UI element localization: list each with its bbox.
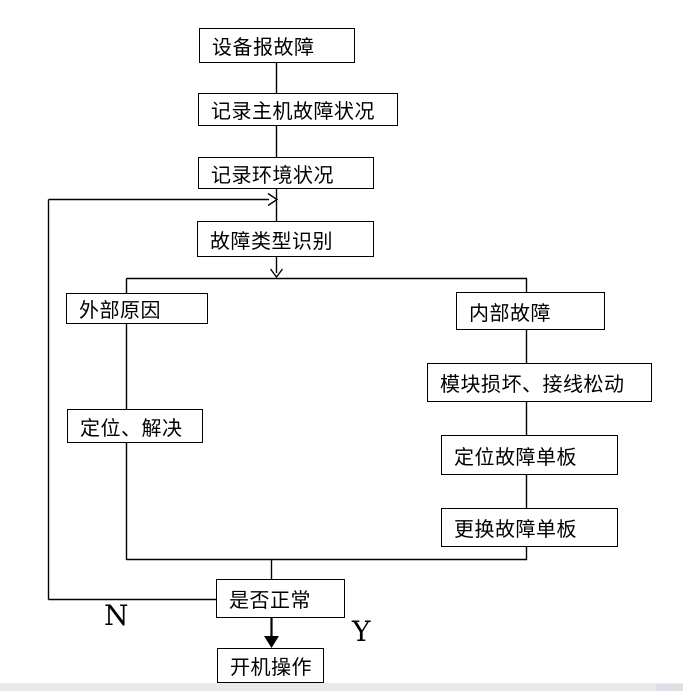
node-record-env: 记录环境状况 — [198, 157, 374, 189]
node-identify-type: 故障类型识别 — [197, 221, 374, 257]
arrowhead-down-split — [269, 268, 284, 279]
bottom-edge-strip-corner — [656, 684, 683, 691]
arrowheads — [264, 192, 284, 648]
node-module-damage: 模块损坏、接线松动 — [427, 363, 652, 402]
node-report-fault: 设备报故障 — [199, 28, 355, 63]
node-locate-board: 定位故障单板 — [441, 435, 618, 475]
node-external-cause: 外部原因 — [66, 293, 208, 324]
branch-label-no: N — [104, 599, 129, 632]
node-internal-fault: 内部故障 — [456, 292, 605, 330]
node-locate-solve: 定位、解决 — [67, 409, 203, 443]
node-check-normal: 是否正常 — [216, 579, 345, 618]
flow-lines — [47, 63, 528, 601]
bottom-edge-strip — [0, 683, 683, 691]
node-power-on: 开机操作 — [217, 648, 324, 683]
node-record-host: 记录主机故障状况 — [198, 93, 398, 126]
branch-label-yes: Y — [352, 615, 371, 648]
node-replace-board: 更换故障单板 — [441, 508, 618, 547]
arrowhead-right-feedback — [267, 192, 279, 207]
arrowhead-down-poweron — [264, 636, 279, 648]
